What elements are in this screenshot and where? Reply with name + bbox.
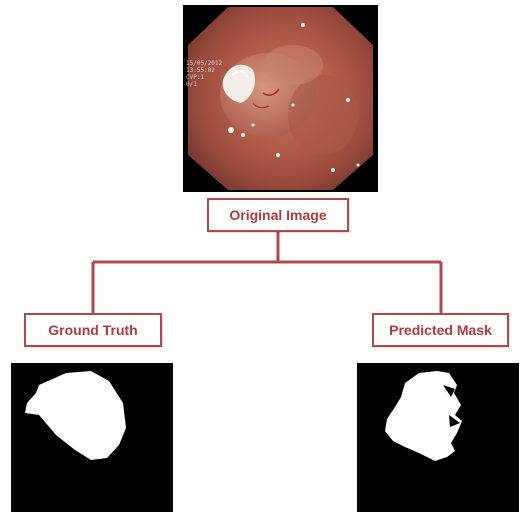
- original-image-label: Original Image: [207, 198, 349, 232]
- binary-mask-icon: [357, 363, 519, 512]
- predicted-mask-label: Predicted Mask: [372, 313, 509, 347]
- ground-truth-label: Ground Truth: [24, 313, 162, 347]
- binary-mask-icon: [11, 363, 173, 512]
- predicted-mask: [357, 363, 519, 512]
- ground-truth-mask: [11, 363, 173, 512]
